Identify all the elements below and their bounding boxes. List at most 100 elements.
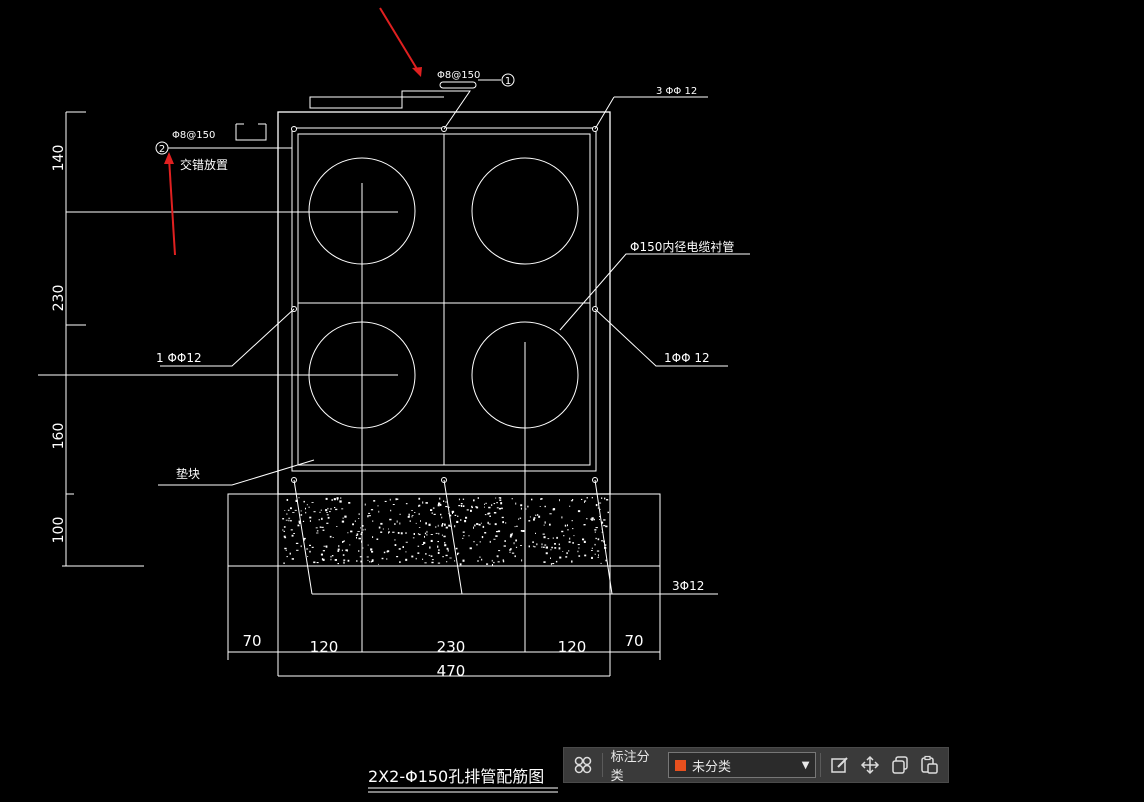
concrete-speckle	[509, 549, 512, 551]
concrete-speckle	[441, 516, 443, 519]
concrete-speckle	[367, 559, 369, 561]
concrete-speckle	[334, 507, 336, 509]
concrete-speckle	[286, 499, 289, 501]
concrete-speckle	[449, 525, 452, 527]
concrete-speckle	[282, 529, 284, 531]
copy-icon[interactable]	[885, 750, 915, 780]
paste-icon[interactable]	[914, 750, 944, 780]
concrete-speckle	[425, 553, 427, 555]
concrete-speckle	[318, 519, 320, 521]
concrete-speckle	[389, 518, 392, 521]
concrete-speckle	[535, 532, 536, 534]
concrete-speckle	[519, 517, 522, 519]
concrete-speckle	[298, 521, 301, 524]
concrete-speckle	[354, 520, 356, 522]
concrete-speckle	[571, 520, 573, 522]
concrete-speckle	[437, 541, 439, 543]
concrete-speckle	[457, 515, 459, 517]
concrete-speckle	[426, 533, 428, 536]
concrete-speckle	[489, 540, 491, 543]
concrete-speckle	[437, 545, 439, 548]
concrete-speckle	[460, 503, 463, 505]
concrete-speckle	[325, 497, 328, 500]
concrete-speckle	[430, 534, 433, 535]
concrete-speckle	[559, 499, 560, 502]
concrete-speckle	[550, 549, 552, 551]
concrete-speckle	[518, 518, 520, 520]
conduit-circle	[471, 157, 579, 265]
concrete-speckle	[572, 528, 574, 530]
concrete-speckle	[341, 508, 344, 510]
concrete-speckle	[515, 539, 517, 542]
concrete-speckle	[454, 514, 457, 516]
concrete-speckle	[524, 508, 527, 510]
concrete-speckle	[423, 541, 426, 544]
concrete-speckle	[554, 543, 556, 545]
concrete-speckle	[298, 497, 300, 499]
concrete-speckle	[593, 518, 595, 521]
concrete-speckle	[291, 534, 294, 537]
concrete-speckle	[437, 551, 440, 554]
concrete-speckle	[582, 538, 585, 541]
concrete-speckle	[604, 497, 606, 500]
concrete-speckle	[539, 506, 541, 507]
concrete-speckle	[591, 519, 594, 521]
concrete-speckle	[371, 560, 374, 562]
concrete-speckle	[460, 505, 462, 507]
concrete-speckle	[425, 522, 427, 525]
concrete-speckle	[316, 562, 319, 564]
concrete-speckle	[431, 512, 433, 514]
concrete-speckle	[600, 562, 602, 564]
concrete-speckle	[447, 549, 449, 552]
concrete-speckle	[549, 513, 552, 515]
concrete-speckle	[591, 497, 593, 499]
concrete-speckle	[309, 516, 312, 519]
concrete-speckle	[558, 543, 560, 546]
concrete-speckle	[370, 548, 373, 551]
concrete-speckle	[333, 498, 336, 501]
concrete-speckle	[405, 503, 408, 505]
concrete-speckle	[551, 546, 553, 549]
concrete-speckle	[492, 564, 493, 566]
concrete-speckle	[604, 544, 607, 546]
concrete-speckle	[532, 541, 534, 543]
category-dropdown[interactable]: 未分类 ▼	[668, 752, 817, 778]
concrete-speckle	[316, 532, 319, 534]
concrete-speckle	[341, 549, 343, 552]
concrete-speckle	[382, 528, 384, 530]
dim-bottom-1: 70	[242, 632, 261, 650]
concrete-speckle	[368, 512, 371, 514]
edit-icon[interactable]	[825, 750, 855, 780]
concrete-speckle	[501, 507, 503, 510]
concrete-speckle	[302, 520, 305, 522]
concrete-speckle	[564, 524, 567, 527]
concrete-speckle	[332, 537, 334, 538]
grid-icon[interactable]	[568, 750, 598, 780]
dim-vertical-3: 160	[51, 423, 67, 450]
concrete-speckle	[370, 509, 374, 511]
category-color-swatch	[675, 759, 687, 771]
concrete-speckle	[347, 559, 350, 562]
concrete-speckle	[316, 530, 319, 532]
concrete-speckle	[330, 558, 332, 561]
concrete-speckle	[549, 523, 551, 526]
concrete-speckle	[390, 509, 392, 512]
concrete-speckle	[538, 515, 541, 518]
concrete-speckle	[330, 508, 332, 510]
dim-vertical-2: 230	[51, 285, 67, 312]
concrete-speckle	[510, 548, 512, 550]
concrete-speckle	[431, 561, 434, 564]
rebar-bottom-label: 3Φ12	[672, 579, 704, 593]
concrete-speckle	[443, 535, 446, 538]
concrete-speckle	[498, 497, 501, 499]
concrete-speckle	[309, 544, 311, 546]
move-icon[interactable]	[855, 750, 885, 780]
concrete-speckle	[300, 510, 302, 512]
concrete-speckle	[452, 512, 453, 514]
concrete-speckle	[543, 524, 545, 526]
concrete-speckle	[541, 543, 543, 546]
concrete-speckle	[357, 531, 360, 532]
concrete-speckle	[340, 497, 342, 499]
concrete-speckle	[468, 535, 470, 537]
